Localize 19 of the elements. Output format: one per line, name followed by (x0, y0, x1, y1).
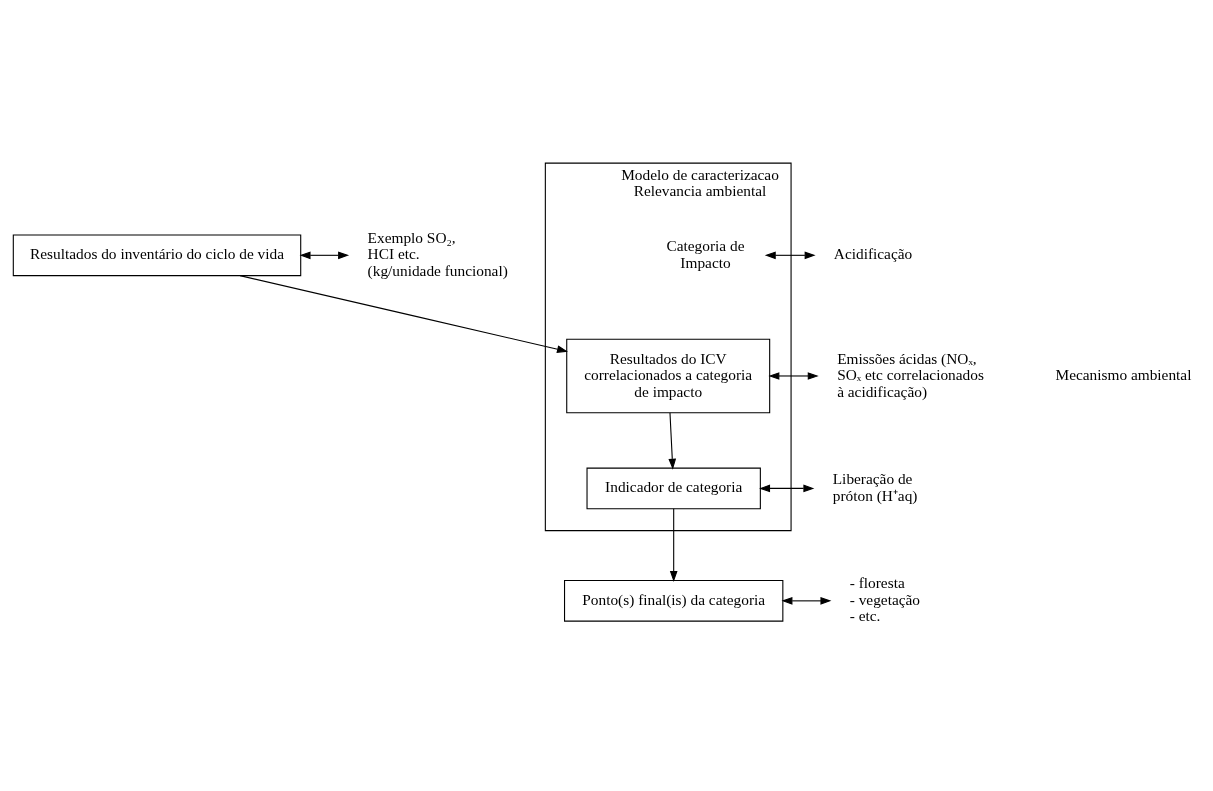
node-text: Categoria de Impacto (666, 236, 745, 271)
node-box: Ponto(s) final(is) da categoria (564, 579, 784, 622)
node-text: Emissões ácidas (NOₓ, SOₓ etc correlacionados à acidificação) (837, 349, 984, 399)
arrow (239, 274, 568, 353)
node-box: Indicador de categoria (586, 467, 761, 509)
node-box: Resultados do ICV correlacionados a categoria de impacto (566, 338, 771, 413)
arrow (668, 411, 677, 470)
arrow (764, 250, 816, 259)
node-text: Acidificação (833, 244, 913, 262)
arrow (299, 250, 350, 259)
arrow (759, 484, 815, 492)
node-text: Exemplo SO₂, HCI etc. (kg/unidade funcional) (367, 228, 508, 279)
node-text: Liberação de próton (H⁺aq) (832, 469, 918, 504)
arrow (781, 596, 832, 605)
node-box: Resultados do inventário do ciclo de vida (12, 233, 302, 276)
arrow (669, 507, 678, 582)
node-text: - floresta - vegetação - etc. (849, 573, 921, 624)
label: Mecanismo ambiental (1055, 365, 1192, 383)
arrow (768, 371, 819, 380)
